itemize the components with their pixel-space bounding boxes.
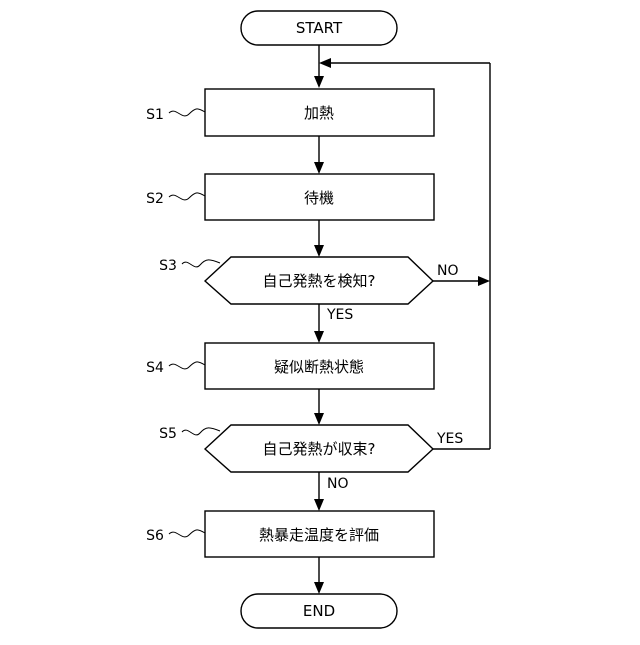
step-label-s3: S3 — [159, 258, 177, 274]
arrowhead-loop — [319, 58, 331, 68]
arrowhead-s4-s5 — [314, 413, 324, 425]
step-label-s5: S5 — [159, 426, 177, 442]
arrowhead-s1-s2 — [314, 162, 324, 174]
leader-s1 — [169, 109, 205, 116]
leader-s3 — [182, 260, 220, 267]
arrowhead-start-s1 — [314, 76, 324, 88]
start-label: START — [296, 19, 343, 37]
step-label-s4: S4 — [146, 360, 164, 376]
leader-s4 — [169, 362, 205, 369]
branch-label-s3-no: NO — [437, 263, 459, 279]
decision-label-s5: 自己発熱が収束? — [263, 440, 376, 458]
leader-s2 — [169, 193, 205, 200]
arrowhead-s5-s6 — [314, 499, 324, 511]
branch-label-s3-yes: YES — [326, 307, 353, 323]
step-label-s1: S1 — [146, 107, 164, 123]
end-label: END — [303, 602, 335, 620]
branch-label-s5-no: NO — [327, 476, 349, 492]
process-label-s2: 待機 — [304, 189, 334, 207]
process-label-s1: 加熱 — [304, 104, 334, 122]
arrowhead-s3-no — [478, 276, 490, 286]
arrowhead-s6-end — [314, 582, 324, 594]
step-label-s6: S6 — [146, 528, 164, 544]
process-label-s4: 疑似断熱状態 — [274, 358, 364, 376]
branch-label-s5-yes: YES — [436, 431, 463, 447]
leader-s6 — [169, 530, 205, 537]
leader-s5 — [182, 428, 220, 435]
process-label-s6: 熱暴走温度を評価 — [259, 526, 379, 544]
arrowhead-s3-s4 — [314, 331, 324, 343]
decision-label-s3: 自己発熱を検知? — [263, 272, 376, 290]
arrowhead-s2-s3 — [314, 245, 324, 257]
step-label-s2: S2 — [146, 191, 164, 207]
